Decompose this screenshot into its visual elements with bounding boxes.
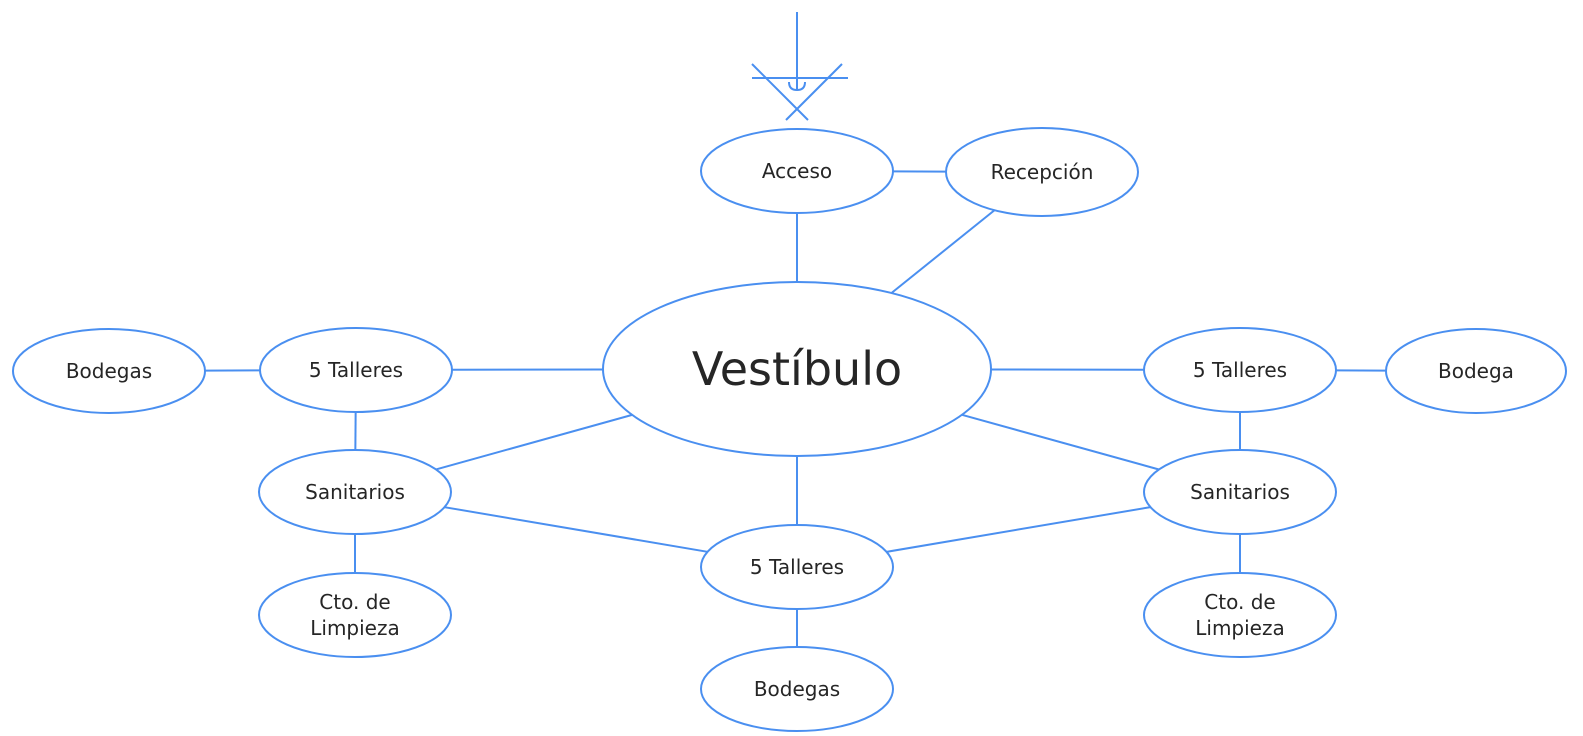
node-bodega-right-label: Bodega [1438, 359, 1514, 383]
node-acceso-label: Acceso [762, 159, 832, 183]
node-limpieza-left-shape [258, 572, 452, 658]
node-bodega-right: Bodega [1385, 328, 1567, 414]
edge-sanitarios-right-to-talleres-bottom [886, 506, 1151, 553]
node-vestibulo-label: Vestíbulo [692, 342, 902, 396]
node-talleres-bottom-shape [700, 524, 894, 610]
node-talleres-right: 5 Talleres [1143, 327, 1337, 413]
node-bodegas-bottom-label: Bodegas [754, 677, 840, 701]
node-sanitarios-left-shape [258, 449, 452, 535]
edge-vestibulo-to-sanitarios-right [961, 413, 1160, 471]
node-limpieza-right-label: Cto. de [1204, 590, 1275, 614]
node-bodegas-bottom: Bodegas [700, 646, 894, 732]
edges-layer [204, 170, 1387, 647]
node-talleres-left-shape [259, 327, 453, 413]
node-vestibulo: Vestíbulo [602, 281, 992, 457]
node-limpieza-right-label: Limpieza [1195, 616, 1285, 640]
node-bodegas-left-shape [12, 328, 206, 414]
node-limpieza-left-label: Cto. de [319, 590, 390, 614]
node-acceso-shape [700, 128, 894, 214]
node-bodegas-left-label: Bodegas [66, 359, 152, 383]
node-talleres-left-label: 5 Talleres [309, 358, 403, 382]
node-bodegas-left: Bodegas [12, 328, 206, 414]
edge-sanitarios-left-to-talleres-bottom [444, 506, 708, 553]
node-acceso: Acceso [700, 128, 894, 214]
node-talleres-bottom-label: 5 Talleres [750, 555, 844, 579]
node-recepcion-label: Recepción [991, 160, 1094, 184]
node-sanitarios-right: Sanitarios [1143, 449, 1337, 535]
node-limpieza-right-shape [1143, 572, 1337, 658]
node-recepcion: Recepción [945, 127, 1139, 217]
node-vestibulo-shape [602, 281, 992, 457]
node-sanitarios-left-label: Sanitarios [305, 480, 405, 504]
node-talleres-left: 5 Talleres [259, 327, 453, 413]
node-recepcion-shape [945, 127, 1139, 217]
node-sanitarios-right-label: Sanitarios [1190, 480, 1290, 504]
node-talleres-right-label: 5 Talleres [1193, 358, 1287, 382]
node-bodegas-bottom-shape [700, 646, 894, 732]
entrance-arrow-icon [751, 12, 848, 121]
node-talleres-right-shape [1143, 327, 1337, 413]
node-sanitarios-right-shape [1143, 449, 1337, 535]
node-limpieza-left-label: Limpieza [310, 616, 400, 640]
node-bodega-right-shape [1385, 328, 1567, 414]
edge-vestibulo-to-sanitarios-left [435, 413, 633, 471]
node-talleres-bottom: 5 Talleres [700, 524, 894, 610]
node-sanitarios-left: Sanitarios [258, 449, 452, 535]
edge-recepcion-to-vestibulo [890, 209, 996, 294]
